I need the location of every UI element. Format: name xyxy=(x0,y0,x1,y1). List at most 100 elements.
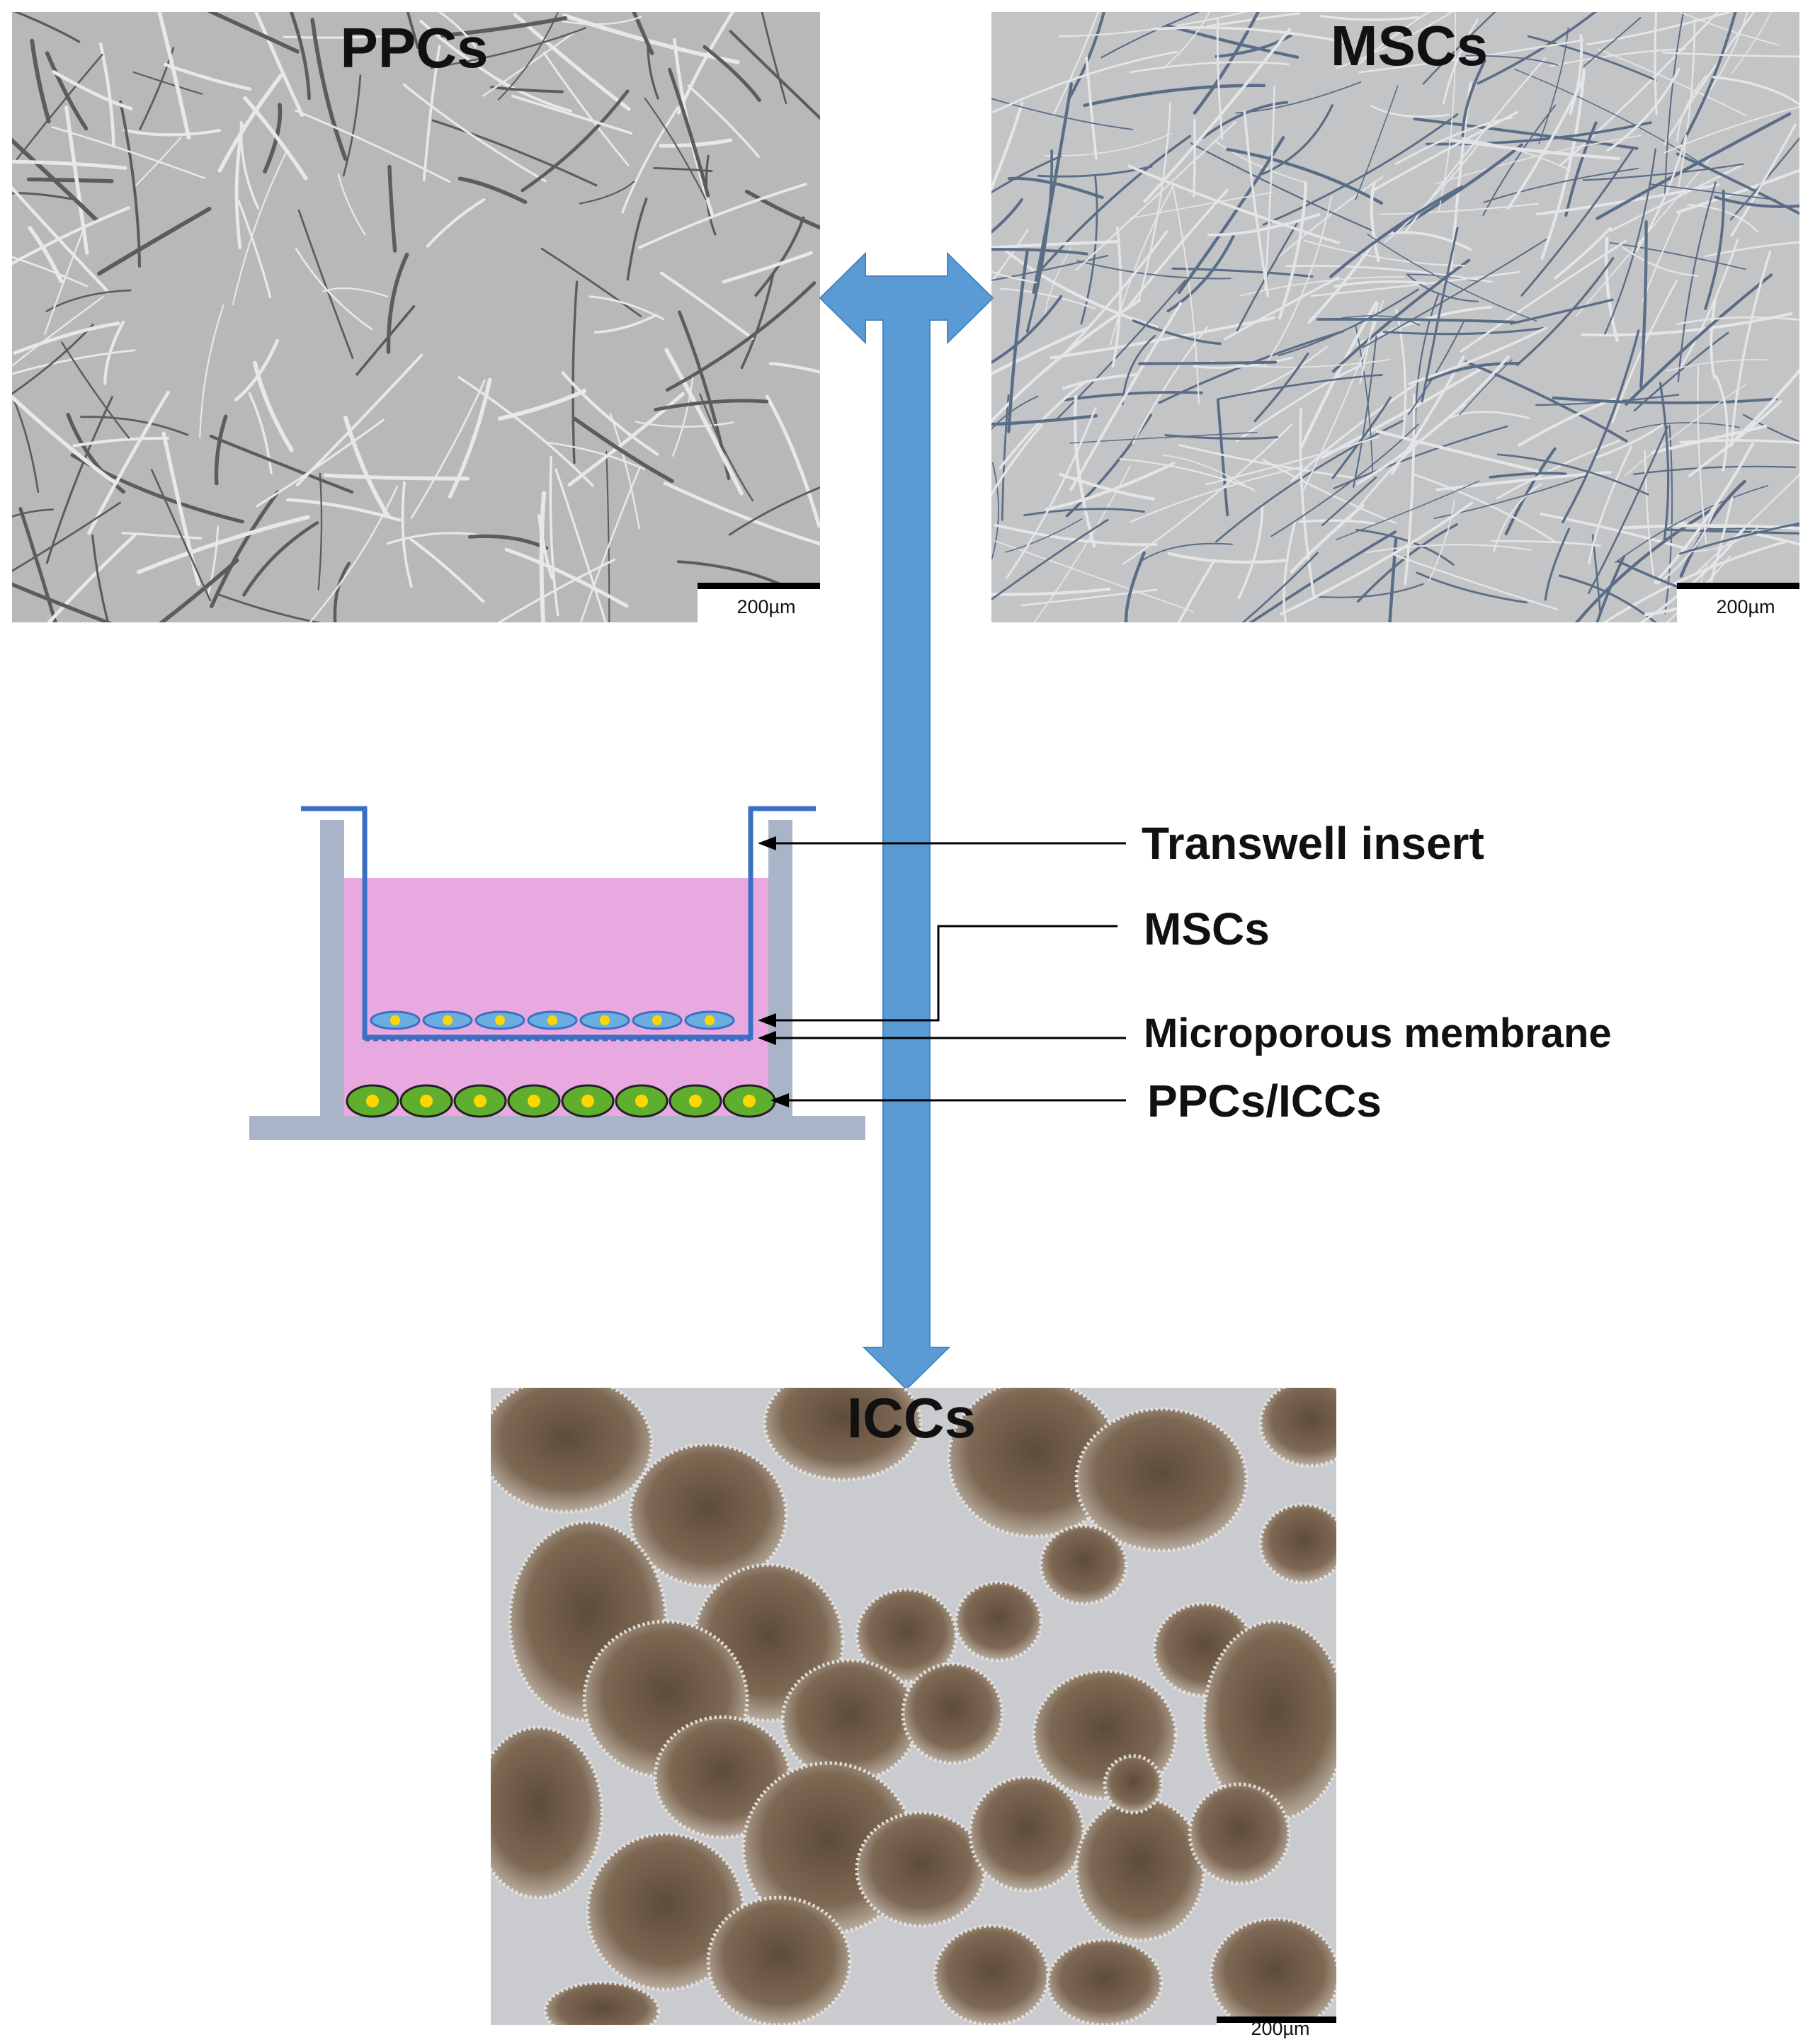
msc-cell-stroke xyxy=(1132,326,1209,445)
msc-cell-nucleus xyxy=(495,1015,505,1025)
msc-cell-stroke xyxy=(1730,250,1772,447)
ppc-cell-stroke xyxy=(121,532,203,540)
msc-cell-stroke xyxy=(1023,508,1146,517)
msc-cell-stroke xyxy=(1678,522,1799,555)
ppc-cell-stroke xyxy=(632,12,654,55)
msc-cell-stroke xyxy=(1264,85,1275,290)
msc-cell-stroke xyxy=(1426,362,1520,382)
ppc-cell-stroke xyxy=(663,481,820,546)
ppc-cell-stroke xyxy=(729,30,820,120)
ppc-cell-stroke xyxy=(133,137,182,188)
icc-cluster xyxy=(763,1388,923,1482)
icc-cluster xyxy=(933,1924,1050,2025)
msc-cell-stroke xyxy=(1596,112,1792,220)
msc-cell-stroke xyxy=(1685,525,1761,552)
ppc-cell-nucleus xyxy=(743,1095,756,1107)
ppcs-cell-texture xyxy=(12,12,820,622)
msc-cell-stroke xyxy=(1262,113,1459,226)
ppc-cell-stroke xyxy=(12,582,113,622)
icc-cluster xyxy=(491,1388,654,1514)
ppc-cell-stroke xyxy=(386,532,479,545)
msc-cell-stroke xyxy=(1162,455,1256,492)
msc-cell-stroke xyxy=(1020,588,1158,607)
msc-cell-stroke xyxy=(1193,356,1293,369)
ppcs-micrograph: PPCs 200µm xyxy=(12,12,820,622)
msc-cell-stroke xyxy=(1062,373,1140,390)
ppc-cell-stroke xyxy=(343,416,391,519)
msc-cell-stroke xyxy=(1375,429,1539,473)
iccs-cluster-texture xyxy=(491,1388,1336,2025)
msc-cell-stroke xyxy=(1130,465,1304,523)
ppc-cell-stroke xyxy=(12,324,94,395)
ppc-cell-stroke xyxy=(295,248,373,331)
msc-cell-stroke xyxy=(1171,267,1314,278)
double-headed-and-down-arrow xyxy=(819,251,994,1391)
ppc-cell-stroke xyxy=(644,97,707,200)
msc-cell-stroke xyxy=(1435,135,1642,185)
msc-cell-stroke xyxy=(1461,59,1486,137)
msc-cell-stroke xyxy=(1603,540,1790,622)
msc-cell-stroke xyxy=(1586,12,1734,46)
msc-cell-nucleus xyxy=(652,1015,662,1025)
msc-cell-stroke xyxy=(1527,35,1658,81)
msc-cell-stroke xyxy=(1223,276,1340,341)
msc-cell-stroke xyxy=(1686,203,1758,233)
ppc-cell-stroke xyxy=(542,52,630,166)
msc-cell-stroke xyxy=(1307,237,1378,324)
msc-cell-stroke xyxy=(1025,149,1053,333)
iccs-scale-bar-label: 200µm xyxy=(1251,2018,1309,2038)
msc-cell-nucleus xyxy=(390,1015,400,1025)
msc-cell-stroke xyxy=(1553,227,1612,280)
msc-cell-stroke xyxy=(1639,527,1746,622)
msc-cell-stroke xyxy=(1314,583,1424,598)
msc-cell-stroke xyxy=(1413,117,1639,150)
ppc-cell-stroke xyxy=(571,280,579,464)
ppc-cell-stroke xyxy=(457,376,594,487)
ppc-cell-stroke xyxy=(12,206,130,266)
msc-cell-stroke xyxy=(1442,18,1479,105)
msc-cell-stroke xyxy=(991,462,999,559)
msc-cell-stroke xyxy=(1659,382,1670,542)
msc-cell-stroke xyxy=(1362,239,1547,348)
mscs-scale-bar-label: 200µm xyxy=(1716,596,1775,617)
ppc-cell-stroke xyxy=(12,296,104,367)
ppc-cell-stroke xyxy=(239,120,260,210)
ppc-cell-stroke xyxy=(609,412,640,530)
icc-cluster xyxy=(1046,1938,1164,2025)
ppc-cell-stroke xyxy=(540,247,642,317)
icc-cluster xyxy=(855,1587,958,1684)
msc-cell-stroke xyxy=(1464,360,1628,443)
msc-cell-stroke xyxy=(1394,116,1513,166)
ppc-cell-stroke xyxy=(653,167,713,172)
arrowhead-membrane xyxy=(758,1031,776,1045)
ppc-cell-stroke xyxy=(161,431,200,586)
msc-cell-stroke xyxy=(1263,195,1333,368)
msc-cell-stroke xyxy=(1321,476,1377,527)
msc-cell-stroke xyxy=(1597,48,1748,117)
msc-cell-stroke xyxy=(991,423,1043,497)
msc-cell-stroke xyxy=(1639,220,1648,389)
ppc-cell-stroke xyxy=(209,434,354,494)
msc-cell-stroke xyxy=(1320,361,1493,460)
msc-cell-stroke xyxy=(1540,513,1688,550)
msc-cell-stroke xyxy=(991,587,1111,596)
ppc-cell-row xyxy=(346,1084,776,1118)
msc-cell-stroke xyxy=(1370,105,1450,118)
ppc-cell-stroke xyxy=(30,38,51,124)
ppc-cell-stroke xyxy=(12,159,127,170)
msc-cell-stroke xyxy=(1388,537,1398,622)
well-left-wall xyxy=(320,820,344,1140)
ppc-cell-stroke xyxy=(253,360,294,452)
ppc-cell-stroke xyxy=(297,209,354,359)
msc-cell-stroke xyxy=(1625,273,1773,406)
msc-cell-stroke xyxy=(1075,120,1237,271)
msc-cell-stroke xyxy=(1583,17,1642,67)
ppc-cell-stroke xyxy=(16,53,103,160)
ppc-cell-stroke xyxy=(637,183,807,249)
msc-cell-stroke xyxy=(1316,318,1515,324)
msc-cell-stroke xyxy=(1596,555,1625,622)
msc-cell-stroke xyxy=(999,287,1096,309)
ppc-cell-nucleus xyxy=(635,1095,648,1107)
ppc-cell-stroke xyxy=(621,106,679,214)
